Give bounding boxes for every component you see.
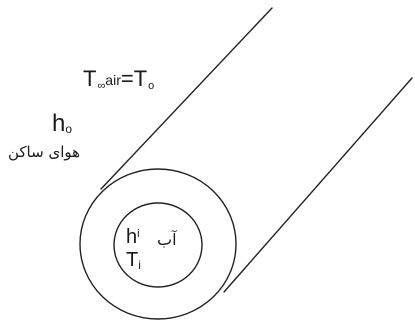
inner-coefficient-label: hi [126,227,140,247]
ambient-air-text: air [105,72,121,88]
hi-subscript: i [137,228,140,240]
ti-subscript: i [138,258,141,272]
outer-coefficient-label: ho [52,112,72,136]
ambient-infinity-subscript: ∞ [97,80,106,92]
still-air-label: هوای ساکن [8,143,81,161]
pipe-inner-circle [113,202,203,288]
pipe-bottom-edge [223,77,413,293]
ho-h: h [52,110,66,137]
water-label: آب [157,230,177,249]
ambient-t: T [83,66,97,91]
pipe-top-edge [100,7,273,190]
ambient-o-subscript: o [148,80,155,92]
ambient-temperature-label: T∞air=To [83,68,154,92]
pipe-outer-circle [79,168,237,320]
inner-temperature-label: Ti [126,250,141,271]
ho-subscript: o [65,122,73,136]
hi-h: h [126,226,138,248]
ti-t: T [126,249,139,271]
ambient-equals-t: =T [120,66,148,91]
